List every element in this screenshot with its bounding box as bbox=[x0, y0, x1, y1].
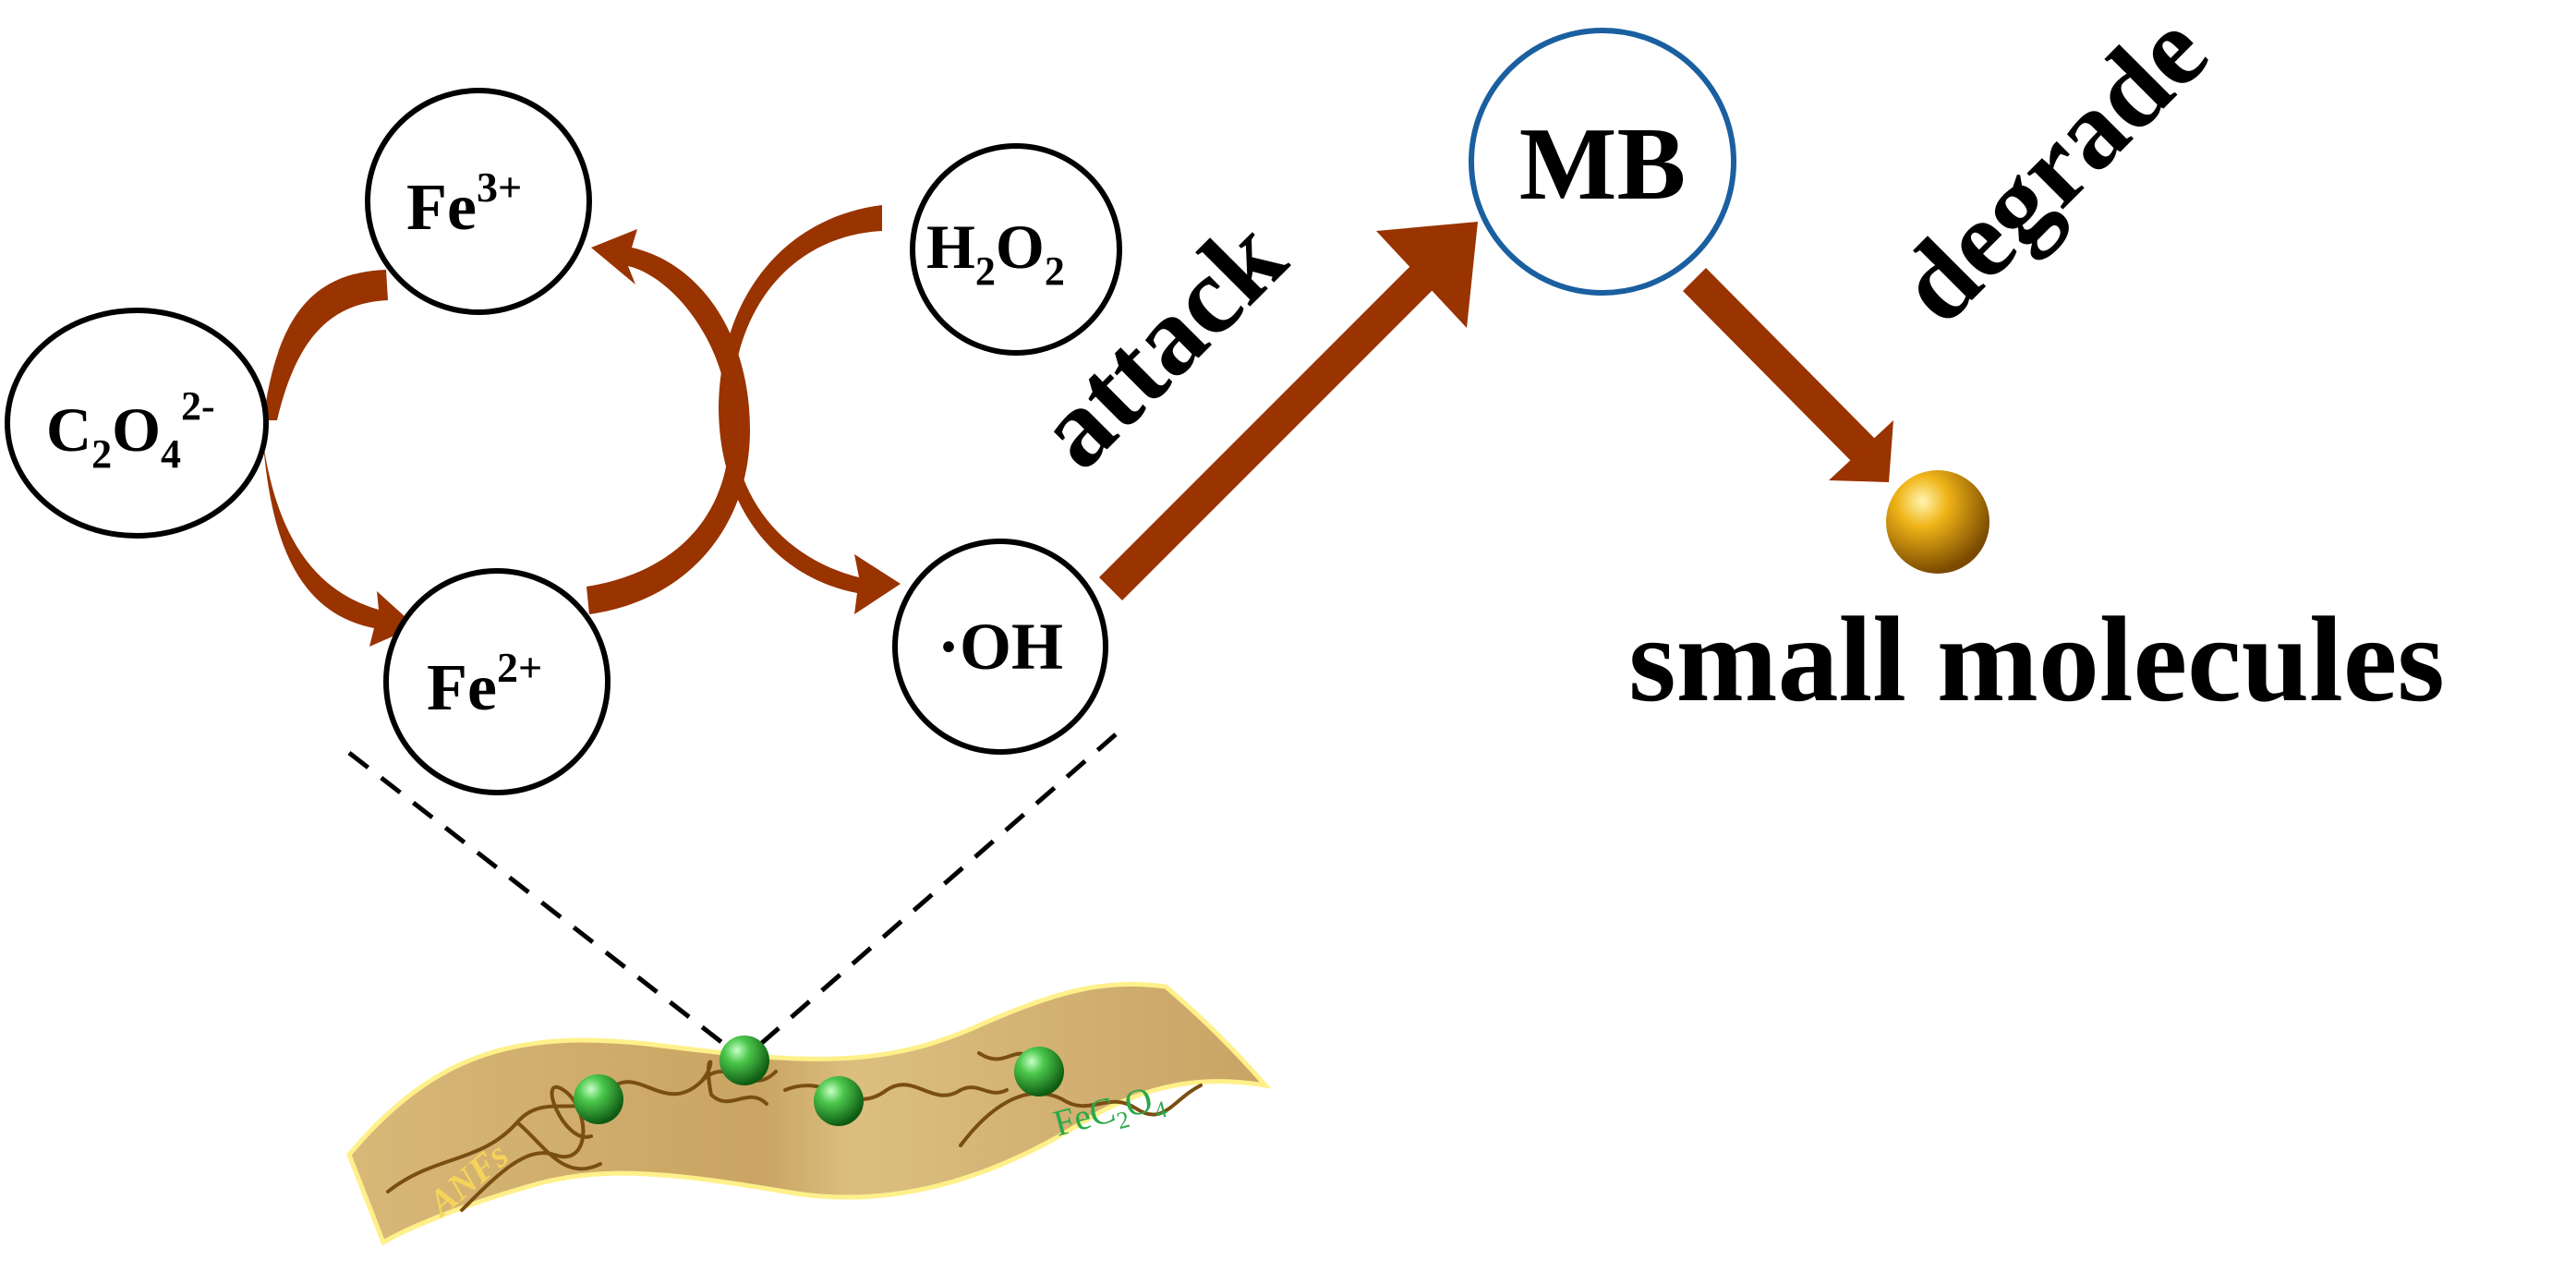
node-oh: ·OH bbox=[892, 539, 1108, 755]
oxalate-sup: 2- bbox=[181, 383, 215, 429]
arrow-h2o2-to-oh bbox=[719, 205, 901, 614]
h2o2-sub1: 2 bbox=[975, 248, 996, 294]
particle bbox=[720, 1036, 769, 1085]
svg-text:Fe3+: Fe3+ bbox=[406, 164, 522, 244]
oh-label: ·OH bbox=[937, 610, 1063, 684]
node-fe2: Fe2+ bbox=[383, 568, 611, 795]
node-oxalate: C2O42- bbox=[5, 308, 269, 539]
small-molecules-label: small molecules bbox=[1628, 591, 2445, 727]
h2o2-h: H bbox=[926, 212, 975, 282]
svg-text:Fe2+: Fe2+ bbox=[427, 644, 542, 724]
node-h2o2: H2O2 bbox=[910, 143, 1122, 356]
svg-text:H2O2: H2O2 bbox=[926, 212, 1065, 294]
arrow-oh-to-mb bbox=[1099, 222, 1478, 600]
oxalate-sub1: 2 bbox=[91, 431, 112, 477]
arrow-oxalate-to-fe3 bbox=[263, 270, 388, 420]
particle bbox=[574, 1074, 623, 1124]
straight-arrows bbox=[1099, 222, 1893, 600]
fe3-sup: 3+ bbox=[477, 164, 522, 211]
particle bbox=[1014, 1047, 1064, 1096]
small-molecule-sphere bbox=[1886, 470, 1989, 574]
oxalate-c: C bbox=[46, 394, 91, 465]
fe3-base: Fe bbox=[406, 170, 477, 244]
fec2o4-particles bbox=[574, 1036, 1064, 1126]
node-fe3: Fe3+ bbox=[365, 88, 592, 315]
fe2-sup: 2+ bbox=[497, 644, 542, 691]
mb-label: MB bbox=[1519, 107, 1686, 222]
svg-text:C2O42-: C2O42- bbox=[46, 383, 215, 477]
arrow-oxalate-to-fe2 bbox=[263, 443, 416, 647]
degrade-label: degrade bbox=[1873, 0, 2231, 346]
node-mb: MB bbox=[1469, 28, 1736, 296]
oxalate-o: O bbox=[112, 394, 161, 465]
cycle-arrows bbox=[263, 205, 901, 647]
fe2-base: Fe bbox=[427, 650, 497, 724]
h2o2-o: O bbox=[996, 212, 1045, 282]
arrow-fe2-to-fe3 bbox=[587, 229, 750, 614]
particle bbox=[814, 1076, 864, 1126]
h2o2-sub2: 2 bbox=[1045, 248, 1065, 294]
oxalate-sub2: 4 bbox=[161, 431, 181, 477]
arrow-mb-to-small-molecules bbox=[1683, 268, 1893, 482]
membrane-sheet: ANFs FeC2O4 bbox=[346, 981, 1272, 1246]
